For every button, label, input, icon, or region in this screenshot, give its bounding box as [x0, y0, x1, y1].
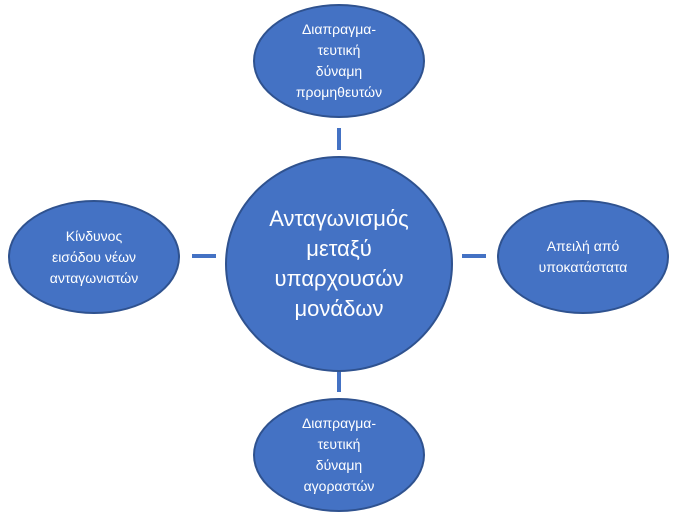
buyer-power-label: Διαπραγμα- τευτική δύναμη αγοραστών	[301, 415, 377, 494]
buyer-power-node: Διαπραγμα- τευτική δύναμη αγοραστών	[253, 398, 425, 512]
rivalry-label: Ανταγωνισμός μεταξύ υπαρχουσών μονάδων	[269, 206, 409, 321]
connector-bottom	[337, 370, 341, 392]
connector-top	[337, 128, 341, 150]
substitutes-node: Απειλή από υποκατάστατα	[497, 200, 669, 314]
new-entrants-label: Κίνδυνος εισόδου νέων ανταγωνιστών	[49, 227, 139, 286]
supplier-power-node: Διαπραγμα- τευτική δύναμη προμηθευτών	[253, 4, 425, 118]
connector-right	[462, 254, 486, 258]
supplier-power-label: Διαπραγμα- τευτική δύναμη προμηθευτών	[295, 21, 383, 100]
new-entrants-node: Κίνδυνος εισόδου νέων ανταγωνιστών	[8, 200, 180, 314]
substitutes-label: Απειλή από υποκατάστατα	[538, 238, 628, 275]
connector-left	[192, 254, 216, 258]
rivalry-node: Ανταγωνισμός μεταξύ υπαρχουσών μονάδων	[225, 156, 453, 372]
